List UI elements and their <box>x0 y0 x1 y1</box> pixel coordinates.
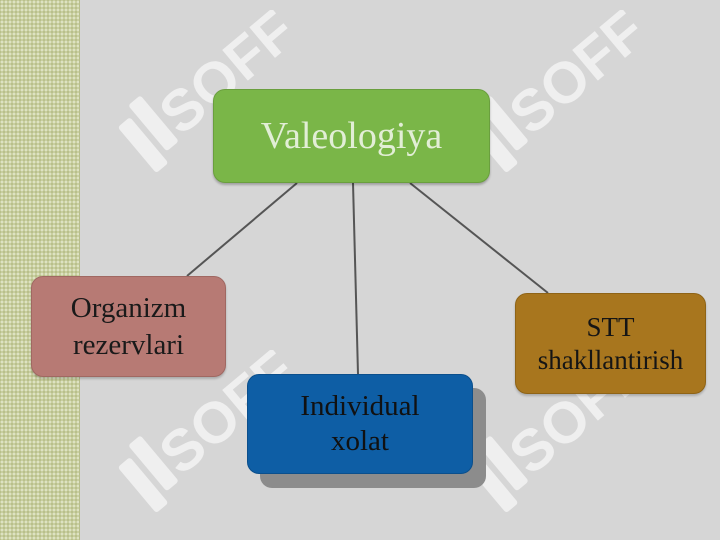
node-label-line1: Organizm <box>70 292 187 325</box>
node-label-line1: Individual <box>300 390 420 423</box>
center-node-valeologiya: Valeologiya <box>213 89 490 183</box>
node-label-line2: rezervlari <box>72 328 185 361</box>
connector-to-organizm <box>186 182 298 277</box>
node-label-line2: xolat <box>330 425 389 457</box>
left-decorative-strip <box>0 0 80 540</box>
node-label-line2: shakllantirish <box>537 344 684 375</box>
node-label-line1: STT <box>586 312 635 343</box>
center-node-label: Valeologiya <box>260 115 443 157</box>
node-individual-xolat: Individual xolat <box>247 374 473 474</box>
node-organizm-rezervlari: Organizm rezervlari <box>31 276 226 377</box>
connector-to-stt <box>409 182 549 294</box>
node-stt-shakllantirish: STT shakllantirish <box>515 293 706 394</box>
connector-to-individual <box>352 182 359 375</box>
